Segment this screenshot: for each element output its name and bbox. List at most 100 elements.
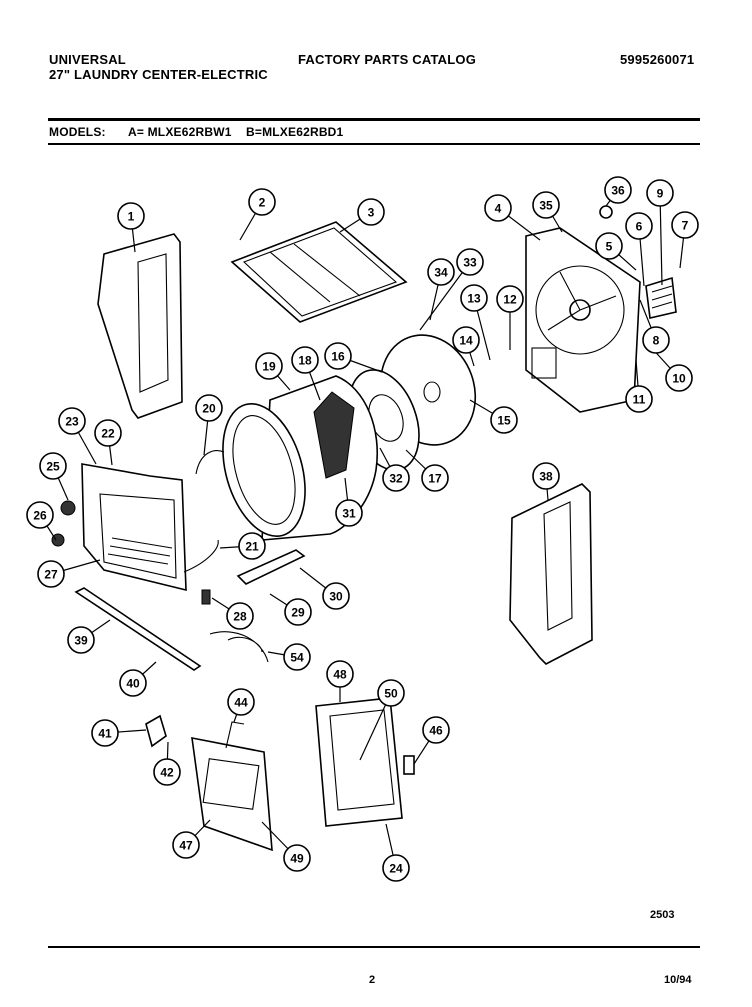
- callout-label-36: 36: [611, 184, 625, 198]
- callout-label-44: 44: [234, 696, 248, 710]
- callout-label-39: 39: [74, 634, 88, 648]
- callout-label-10: 10: [672, 372, 686, 386]
- part-46: [403, 755, 415, 775]
- callout-label-21: 21: [245, 540, 259, 554]
- callout-label-1: 1: [128, 210, 135, 224]
- callout-label-22: 22: [101, 427, 115, 441]
- callout-11: 11: [625, 385, 653, 413]
- callout-35: 35: [532, 191, 560, 219]
- leader-line-9: [659, 192, 663, 286]
- catalog-title: FACTORY PARTS CATALOG: [298, 52, 477, 67]
- callout-22: 22: [94, 419, 122, 447]
- callout-39: 39: [67, 626, 95, 654]
- callout-label-16: 16: [331, 350, 345, 364]
- part-25: [60, 500, 76, 516]
- callout-50: 50: [377, 679, 405, 707]
- door-panel: [191, 737, 273, 852]
- callout-label-23: 23: [65, 415, 79, 429]
- callout-26: 26: [26, 501, 54, 529]
- print-date: 10/94: [664, 974, 692, 986]
- callout-label-15: 15: [497, 414, 511, 428]
- side-panel-left: [97, 233, 183, 419]
- callout-8: 8: [642, 326, 670, 354]
- callout-21: 21: [238, 532, 266, 560]
- callout-4: 4: [484, 194, 512, 222]
- product-subtitle: 27" LAUNDRY CENTER-ELECTRIC: [49, 67, 268, 82]
- callout-23: 23: [58, 407, 86, 435]
- callout-label-9: 9: [657, 187, 664, 201]
- callout-label-46: 46: [429, 724, 443, 738]
- callout-17: 17: [421, 464, 449, 492]
- callout-10: 10: [665, 364, 693, 392]
- part-54: [209, 631, 269, 663]
- callout-label-5: 5: [606, 240, 613, 254]
- part-20: [195, 450, 225, 475]
- callout-label-38: 38: [539, 470, 553, 484]
- part-39: [74, 587, 202, 671]
- callout-46: 46: [422, 716, 450, 744]
- part-36: [599, 205, 613, 219]
- drum-baffle: [313, 391, 355, 479]
- callout-label-42: 42: [160, 766, 174, 780]
- callout-label-28: 28: [233, 610, 247, 624]
- callout-38: 38: [532, 462, 560, 490]
- callout-label-18: 18: [298, 354, 312, 368]
- callout-label-40: 40: [126, 677, 140, 691]
- callout-29: 29: [284, 598, 312, 626]
- callout-33: 33: [456, 248, 484, 276]
- part-28: [201, 589, 211, 605]
- callout-label-50: 50: [384, 687, 398, 701]
- callout-label-4: 4: [495, 202, 502, 216]
- callout-44: 44: [227, 688, 255, 716]
- callout-label-41: 41: [98, 727, 112, 741]
- callout-label-20: 20: [202, 402, 216, 416]
- callout-40: 40: [119, 669, 147, 697]
- callout-label-48: 48: [333, 668, 347, 682]
- model-a: A= MLXE62RBW1: [128, 125, 232, 139]
- callout-19: 19: [255, 352, 283, 380]
- header-rule-bottom: [48, 143, 700, 145]
- callout-7: 7: [671, 211, 699, 239]
- callout-42: 42: [153, 758, 181, 786]
- callout-5: 5: [595, 232, 623, 260]
- callout-18: 18: [291, 346, 319, 374]
- callout-15: 15: [490, 406, 518, 434]
- model-b: B=MLXE62RBD1: [246, 125, 344, 139]
- footer-rule: [48, 946, 700, 948]
- callout-49: 49: [283, 844, 311, 872]
- callout-label-2: 2: [259, 196, 266, 210]
- callout-24: 24: [382, 854, 410, 882]
- callout-label-35: 35: [539, 199, 553, 213]
- callout-14: 14: [452, 326, 480, 354]
- parts-drawing: [51, 205, 677, 852]
- callout-28: 28: [226, 602, 254, 630]
- callout-13: 13: [460, 284, 488, 312]
- catalog-number: 5995260071: [620, 52, 695, 67]
- part-26: [51, 533, 65, 547]
- page-number: 2: [369, 974, 376, 986]
- callout-32: 32: [382, 464, 410, 492]
- callout-34: 34: [427, 258, 455, 286]
- callout-label-54: 54: [290, 651, 304, 665]
- top-panel: [230, 221, 408, 323]
- part-41: [145, 714, 167, 748]
- callout-label-7: 7: [682, 219, 689, 233]
- callout-25: 25: [39, 452, 67, 480]
- callout-label-27: 27: [44, 568, 58, 582]
- callout-27: 27: [37, 560, 65, 588]
- callout-label-8: 8: [653, 334, 660, 348]
- callout-label-6: 6: [636, 220, 643, 234]
- callout-31: 31: [335, 499, 363, 527]
- callout-6: 6: [625, 212, 653, 240]
- callout-label-26: 26: [33, 509, 47, 523]
- callout-12: 12: [496, 285, 524, 313]
- side-panel-right: [509, 483, 593, 665]
- callout-41: 41: [91, 719, 119, 747]
- vent-grille: [645, 276, 677, 319]
- brand-name: UNIVERSAL: [49, 52, 126, 67]
- callout-30: 30: [322, 582, 350, 610]
- callout-label-17: 17: [428, 472, 442, 486]
- callout-1: 1: [117, 202, 145, 230]
